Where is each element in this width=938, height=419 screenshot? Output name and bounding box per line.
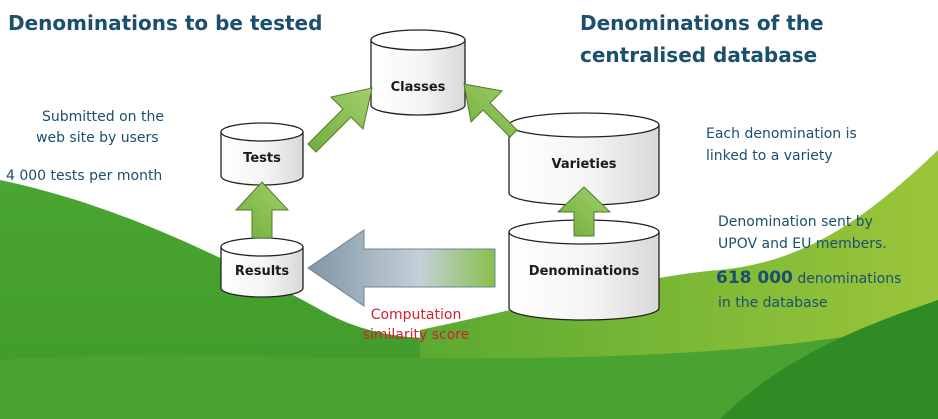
heading-left: Denominations to be tested — [8, 11, 323, 35]
note-linked-line1: Each denomination is — [706, 126, 857, 142]
heading-right-line1: Denominations of the — [580, 11, 824, 35]
green-hill-lower-right — [720, 300, 938, 419]
arrow-denominations-to-varieties — [556, 186, 612, 237]
note-linked-line2: linked to a variety — [706, 148, 833, 164]
note-submitted-line1: Submitted on the — [42, 109, 164, 125]
arrow-tests-to-classes — [307, 87, 373, 153]
note-count-line1: 618 000 denominations — [716, 268, 901, 289]
note-count-line2: in the database — [718, 295, 828, 311]
db-classes-label: Classes — [390, 80, 446, 95]
note-sent-line2: UPOV and EU members. — [718, 236, 887, 252]
db-results — [220, 237, 304, 298]
arrow-varieties-to-classes — [463, 83, 518, 138]
count-suffix: denominations — [792, 271, 902, 287]
heading-right-line2: centralised database — [580, 43, 818, 67]
db-denominations-label: Denominations — [528, 264, 640, 279]
arrow-results-to-tests — [234, 181, 290, 239]
green-hill-valley — [0, 320, 938, 419]
note-submitted-line2: web site by users — [36, 130, 159, 146]
db-results-label: Results — [234, 264, 290, 279]
db-varieties-label: Varieties — [551, 157, 617, 172]
computation-label-line2: similarity score — [362, 327, 470, 343]
computation-label-line1: Computation — [370, 307, 462, 323]
note-sent-line1: Denomination sent by — [718, 214, 873, 230]
db-tests-label: Tests — [243, 151, 281, 166]
db-classes — [370, 29, 466, 116]
count-number: 618 000 — [716, 268, 793, 288]
note-tests-per-month: 4 000 tests per month — [6, 168, 163, 184]
arrow-denominations-to-results — [307, 229, 496, 307]
